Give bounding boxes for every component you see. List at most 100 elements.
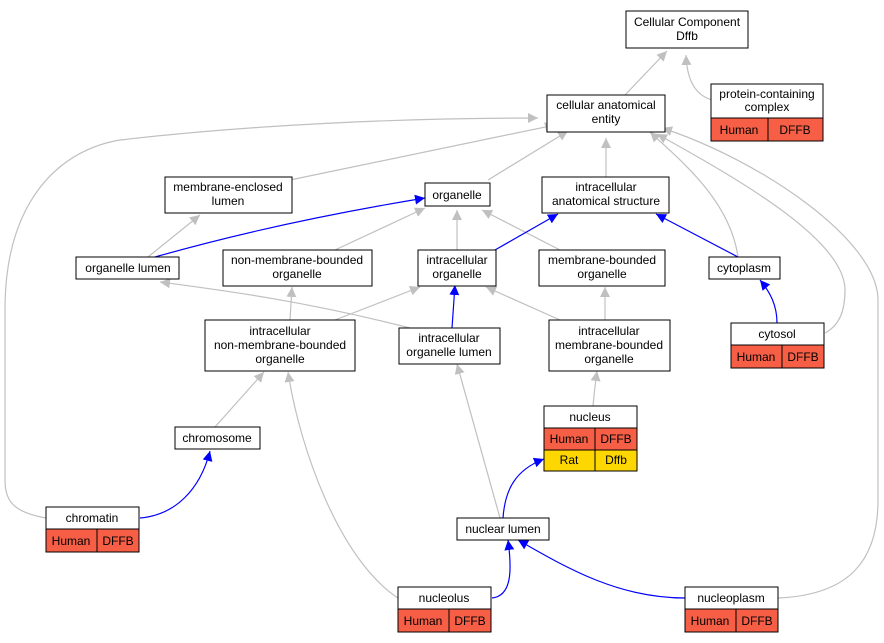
edge-iol-to-orglumen [159,278,411,329]
node-nucleolus-gene: DFFB [454,614,485,628]
node-cytosol-species: Human [737,350,776,364]
node-mel-line2: lumen [212,194,245,208]
node-organelle[interactable]: organelle [424,182,491,207]
node-inmbo-line1: intracellular [249,324,310,338]
node-protein-complex-line2: complex [745,100,790,114]
node-nucleus[interactable]: nucleus Human DFFB Rat Dffb [543,405,638,472]
node-non-membrane-bounded-organelle[interactable]: non-membrane-bounded organelle [222,249,373,287]
edge-imbo-to-intorg [485,286,561,321]
node-chromosome[interactable]: chromosome [174,426,261,450]
node-chromatin-gene: DFFB [102,534,133,548]
edge-nuclumen-to-iol [454,363,501,519]
node-nucleoplasm[interactable]: nucleoplasm Human DFFB [684,586,779,633]
node-protein-complex-gene: DFFB [779,123,810,137]
node-nucleus-gene2: Dffb [605,453,627,467]
node-intracellular-membrane-bounded-organelle[interactable]: intracellular membrane-bounded organelle [548,319,671,372]
edge-mbo-to-org [481,209,561,251]
node-cytosol[interactable]: cytosol Human DFFB [730,322,825,369]
node-protein-complex-species: Human [720,123,759,137]
node-imbo-line1: intracellular [578,324,639,338]
node-organelle-label: organelle [432,188,482,202]
node-nucleoplasm-species: Human [691,614,730,628]
node-nucleus-species: Human [550,432,589,446]
node-cytoplasm[interactable]: cytoplasm [708,256,781,280]
node-ias-line2: anatomical structure [552,194,660,208]
node-io-line2: organelle [432,267,482,281]
edge-nmbo-to-org [334,207,426,251]
node-cellular-component-line1: Cellular Component [634,15,741,29]
node-inmbo-line2: non-membrane-bounded [214,338,346,352]
node-nucleolus-species: Human [404,614,443,628]
node-cytosol-label: cytosol [758,327,795,341]
node-membrane-enclosed-lumen[interactable]: membrane-enclosed lumen [164,176,293,214]
node-cellular-anatomical-entity[interactable]: cellular anatomical entity [546,94,666,133]
node-iol-line2: organelle lumen [406,345,491,359]
node-intracellular-organelle-lumen[interactable]: intracellular organelle lumen [398,327,501,365]
node-nuclear-lumen-label: nuclear lumen [465,522,540,536]
node-organelle-lumen-label: organelle lumen [85,261,170,275]
node-cytosol-gene: DFFB [787,350,818,364]
node-intracellular-non-membrane-bounded-organelle[interactable]: intracellular non-membrane-bounded organ… [204,319,356,372]
node-ias-line1: intracellular [575,180,636,194]
edge-pcc-to-cc [681,54,713,101]
edge-chromosome-to-inmbo [214,371,265,428]
gray-edges [4,50,879,599]
edge-nuclumen-to-nucleus-blue [502,457,545,519]
edge-chromatin-to-cae [4,113,539,519]
edge-orglumen-to-org-blue [154,194,426,258]
node-cae-line1: cellular anatomical [556,98,655,112]
node-nucleoplasm-gene: DFFB [741,614,772,628]
node-nuclear-lumen[interactable]: nuclear lumen [456,517,550,541]
node-protein-containing-complex[interactable]: protein-containing complex Human DFFB [710,83,824,142]
node-nucleus-species2: Rat [560,453,579,467]
node-chromatin-label: chromatin [66,511,119,525]
node-cae-line2: entity [592,112,621,126]
edge-intorg-to-ias-blue [494,213,559,251]
node-mbo-line2: organelle [577,267,627,281]
node-nucleolus[interactable]: nucleolus Human DFFB [397,586,492,633]
edge-inmbo-to-nmbo [286,286,297,321]
edge-chromatin-to-chromosome-blue [139,450,213,519]
node-inmbo-line3: organelle [255,352,305,366]
blue-edges [139,194,778,599]
node-nucleolus-label: nucleolus [419,591,470,605]
node-mbo-line1: membrane-bounded [548,253,656,267]
node-cellular-component[interactable]: Cellular Component Dffb [625,10,749,49]
node-nmbo-line1: non-membrane-bounded [231,253,363,267]
edge-cytosol-to-cyto-blue [759,279,778,324]
nodes: Cellular Component Dffb protein-containi… [45,10,825,633]
edge-iol-to-intorg-blue [449,284,460,329]
edge-cytosol-to-cae [656,133,846,334]
node-nmbo-line2: organelle [272,267,322,281]
node-io-line1: intracellular [426,253,487,267]
edge-cae-to-cc [624,50,668,96]
edge-nucleoplasm-to-nuclumen-blue [517,539,686,599]
edge-nucleoplasm-to-cae [661,126,879,599]
node-cytoplasm-label: cytoplasm [717,261,771,275]
node-organelle-lumen[interactable]: organelle lumen [75,256,180,280]
node-protein-complex-line1: protein-containing [719,87,814,101]
node-mel-line1: membrane-enclosed [173,180,282,194]
edge-nucleus-to-imbo [590,370,601,407]
node-chromatin[interactable]: chromatin Human DFFB [45,506,140,553]
node-intracellular-anatomical-structure[interactable]: intracellular anatomical structure [541,176,670,214]
edge-mel-to-cae [289,122,556,181]
node-chromatin-species: Human [52,534,91,548]
edge-inmbo-to-intorg [334,285,421,321]
node-iol-line1: intracellular [418,331,479,345]
node-intracellular-organelle[interactable]: intracellular organelle [417,249,497,287]
node-chromosome-label: chromosome [182,431,252,445]
node-nucleus-label: nucleus [569,410,610,424]
node-nucleoplasm-label: nucleoplasm [697,591,764,605]
edge-org-to-cae [487,130,569,181]
node-nucleus-gene: DFFB [600,432,631,446]
node-imbo-line3: organelle [584,352,634,366]
edge-orglumen-to-mel [147,214,201,258]
node-imbo-line2: membrane-bounded [555,338,663,352]
edge-cyto-to-ias-blue [655,213,739,258]
node-cellular-component-line2: Dffb [676,29,698,43]
node-membrane-bounded-organelle[interactable]: membrane-bounded organelle [538,249,666,287]
edge-nucleolus-to-nuclumen-blue [491,539,515,599]
edge-nucleolus-to-inmbo [284,371,399,599]
